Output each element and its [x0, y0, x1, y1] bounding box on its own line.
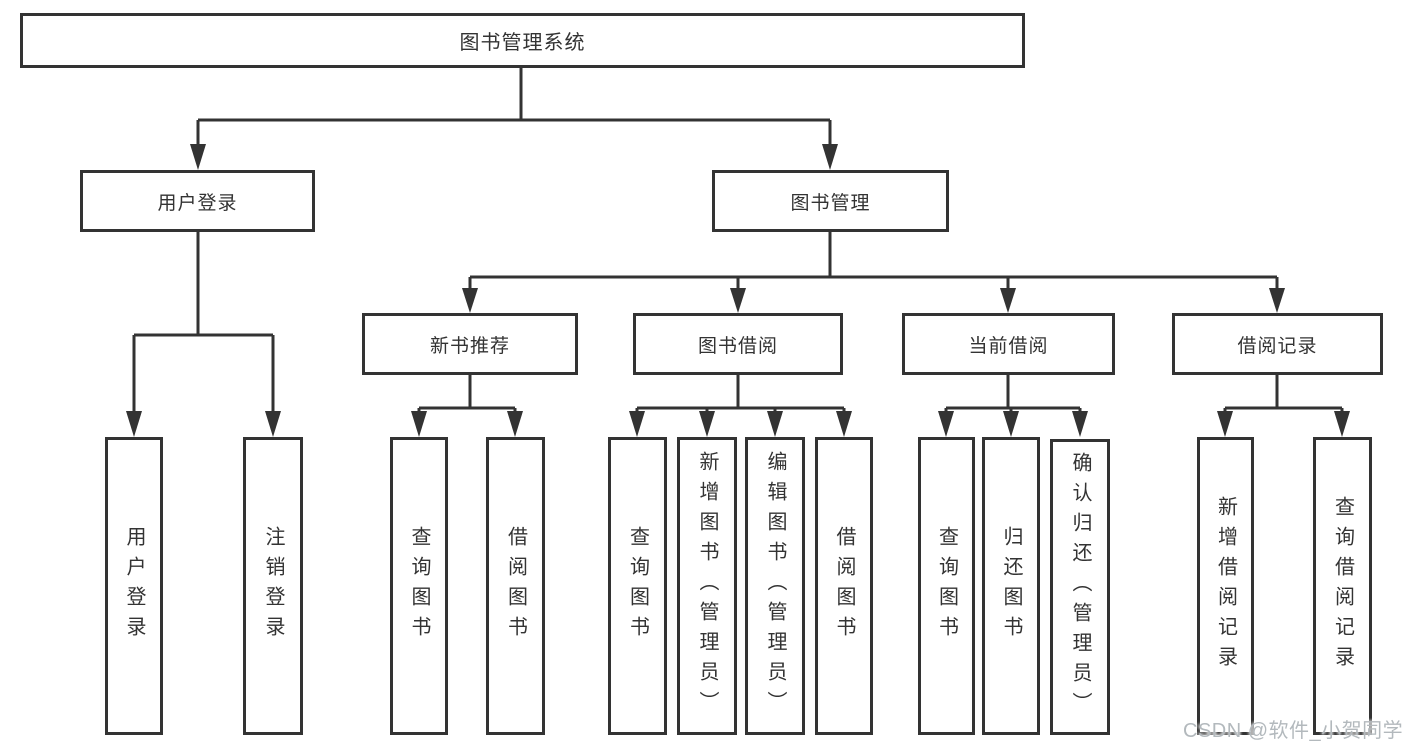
- leaf-borrow-book: 借阅图书: [815, 437, 873, 735]
- leaf-logout-login: 注销登录: [243, 437, 303, 735]
- node-new-book-recommend-label: 新书推荐: [429, 335, 510, 357]
- connector-new-book-recommend-to-leaves: [417, 375, 517, 416]
- node-root: 图书管理系统: [20, 13, 1025, 68]
- leaf-edit-book-admin-label: 编辑图书（管理员）: [764, 451, 786, 721]
- csdn-watermark: CSDN @软件_小贺同学: [1183, 720, 1404, 742]
- arrow-to-leaf-return-book: [1003, 411, 1019, 437]
- node-book-borrowing-label: 图书借阅: [697, 335, 778, 357]
- arrow-to-leaf-logout: [265, 411, 281, 437]
- arrow-to-user-login: [190, 144, 206, 170]
- node-book-borrowing: 图书借阅: [633, 313, 843, 375]
- connector-user-login-to-leaves: [132, 232, 275, 414]
- connector-root-to-level2: [196, 68, 832, 150]
- node-borrowing-records-label: 借阅记录: [1237, 335, 1318, 357]
- node-user-login: 用户登录: [80, 170, 315, 232]
- arrow-to-leaf-query-record: [1334, 411, 1350, 437]
- node-new-book-recommend: 新书推荐: [362, 313, 578, 375]
- leaf-borrow-book-recommend-label: 借阅图书: [504, 526, 527, 646]
- leaf-add-book-admin-label: 新增图书（管理员）: [696, 451, 718, 721]
- node-borrowing-records: 借阅记录: [1172, 313, 1383, 375]
- leaf-user-login: 用户登录: [105, 437, 163, 735]
- leaf-query-book-recommend: 查询图书: [390, 437, 448, 735]
- connector-book-management-to-level3: [468, 232, 1279, 292]
- arrow-to-book-borrowing: [730, 288, 746, 313]
- leaf-query-book-borrowing: 查询图书: [608, 437, 667, 735]
- arrow-to-leaf-add-book: [699, 411, 715, 437]
- arrow-to-current-borrowing: [1000, 288, 1016, 313]
- arrow-to-leaf-query-book-1: [411, 411, 427, 437]
- leaf-query-borrow-record: 查询借阅记录: [1313, 437, 1372, 735]
- node-current-borrowing-label: 当前借阅: [968, 335, 1049, 357]
- leaf-edit-book-admin: 编辑图书（管理员）: [745, 437, 805, 735]
- connector-borrowing-records-to-leaves: [1223, 375, 1344, 416]
- arrow-to-leaf-borrow-book-2: [836, 411, 852, 437]
- leaf-query-book-borrowing-label: 查询图书: [626, 526, 649, 646]
- arrow-to-leaf-edit-book: [767, 411, 783, 437]
- node-user-login-label: 用户登录: [157, 192, 238, 214]
- leaf-query-book-recommend-label: 查询图书: [408, 526, 430, 646]
- arrow-to-book-management: [822, 144, 838, 170]
- leaf-borrow-book-label: 借阅图书: [833, 526, 855, 646]
- leaf-query-book-current: 查询图书: [918, 437, 975, 735]
- arrow-to-leaf-query-book-2: [629, 411, 645, 437]
- node-book-management: 图书管理: [712, 170, 949, 232]
- leaf-user-login-label: 用户登录: [123, 526, 145, 646]
- connector-current-borrowing-to-leaves: [944, 375, 1082, 416]
- node-current-borrowing: 当前借阅: [902, 313, 1115, 375]
- arrow-to-borrowing-records: [1269, 288, 1285, 313]
- leaf-logout-login-label: 注销登录: [262, 526, 284, 646]
- arrow-to-new-book-recommend: [462, 288, 478, 313]
- arrow-to-leaf-confirm-return: [1072, 411, 1088, 437]
- leaf-confirm-return-admin: 确认归还（管理员）: [1050, 439, 1110, 735]
- arrowheads: [126, 144, 1350, 437]
- arrow-to-leaf-query-book-3: [938, 411, 954, 437]
- leaf-return-book-label: 归还图书: [1000, 526, 1022, 646]
- leaf-query-borrow-record-label: 查询借阅记录: [1331, 496, 1354, 676]
- leaf-borrow-book-recommend: 借阅图书: [486, 437, 545, 735]
- node-book-management-label: 图书管理: [790, 192, 871, 214]
- connector-book-borrowing-to-leaves: [635, 375, 846, 416]
- leaf-add-book-admin: 新增图书（管理员）: [677, 437, 737, 735]
- leaf-confirm-return-admin-label: 确认归还（管理员）: [1069, 452, 1091, 722]
- node-root-label: 图书管理系统: [459, 32, 586, 54]
- arrow-to-leaf-user-login: [126, 411, 142, 437]
- leaf-return-book: 归还图书: [982, 437, 1040, 735]
- arrow-to-leaf-borrow-book-1: [507, 411, 523, 437]
- leaf-add-borrow-record-label: 新增借阅记录: [1214, 496, 1237, 676]
- arrow-to-leaf-add-record: [1217, 411, 1233, 437]
- leaf-add-borrow-record: 新增借阅记录: [1197, 437, 1254, 735]
- leaf-query-book-current-label: 查询图书: [935, 526, 958, 646]
